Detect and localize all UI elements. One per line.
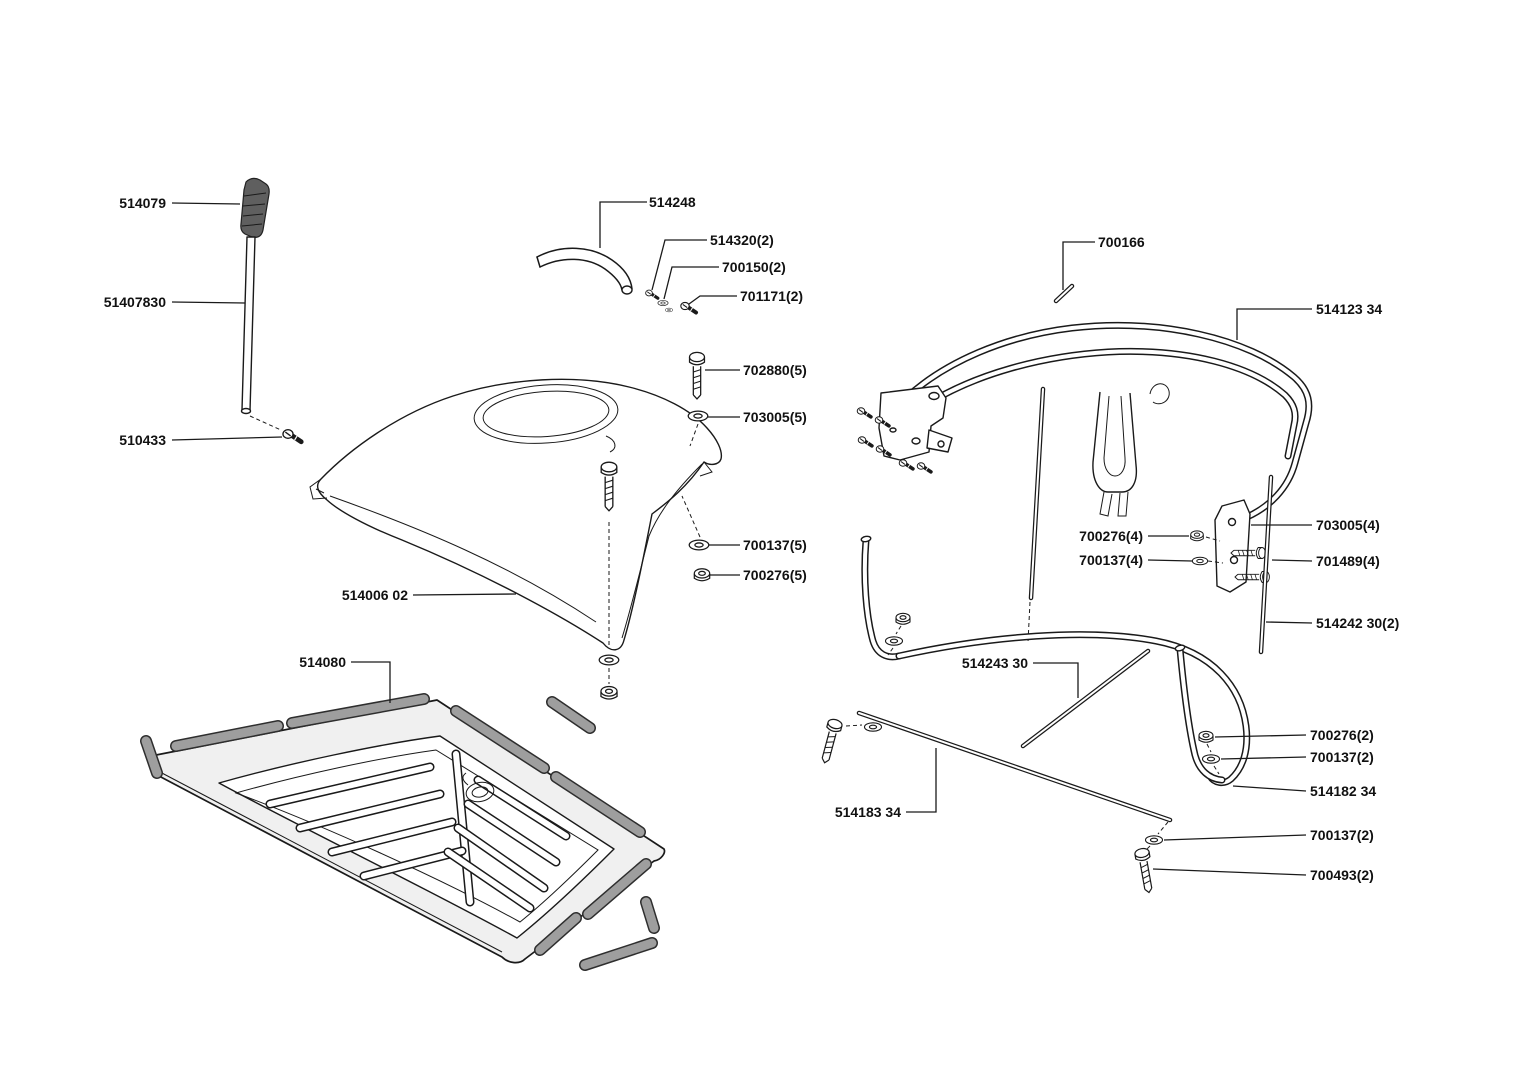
screw-514320-part — [644, 288, 660, 300]
grommet-700150-part — [657, 300, 669, 306]
washer-part — [884, 636, 904, 646]
part-label-514182-34: 514182 34 — [1310, 783, 1377, 799]
part-label-700137-4: 700137(4) — [1079, 552, 1143, 568]
part-label-51407830: 51407830 — [103, 294, 166, 310]
part-label-700137-2-rod: 700137(2) — [1310, 827, 1374, 843]
part-label-514242-30: 514242 30(2) — [1316, 615, 1400, 631]
part-label-700137-5: 700137(5) — [743, 537, 807, 553]
washer-cover-part — [598, 654, 620, 666]
screw-701171-part — [678, 300, 698, 315]
washer-703005-part — [687, 410, 709, 422]
nut-700276-part — [693, 568, 711, 582]
part-label-510433: 510433 — [119, 432, 166, 448]
nut-700276-part — [1190, 530, 1204, 542]
part-label-702880: 702880(5) — [743, 362, 807, 378]
part-label-703005-4: 703005(4) — [1316, 517, 1380, 533]
part-label-700493-2: 700493(2) — [1310, 867, 1374, 883]
tray-seal-strips — [140, 693, 660, 971]
part-label-514183-34: 514183 34 — [834, 804, 901, 820]
cover-assembly — [309, 351, 723, 700]
top-hoop-514123-part — [902, 321, 1313, 521]
washer-700137-part — [1191, 556, 1209, 566]
handle-grip-part — [240, 177, 270, 238]
part-label-700150: 700150(2) — [722, 259, 786, 275]
bolt-700493-part — [1133, 846, 1157, 895]
part-label-514320: 514320(2) — [710, 232, 774, 248]
part-label-514079: 514079 — [119, 195, 166, 211]
part-label-701171: 701171(2) — [740, 288, 804, 304]
part-label-514248: 514248 — [649, 194, 696, 210]
elbow-tube-assembly — [536, 247, 698, 315]
hoop-bracket-left-part — [878, 385, 953, 461]
screw-part — [897, 457, 915, 471]
frame-assembly — [817, 283, 1313, 895]
screw-510433-part — [283, 430, 301, 442]
handle-rod-part — [241, 236, 256, 412]
strap-part — [1092, 391, 1138, 517]
tray-ribs — [265, 749, 571, 913]
part-label-703005-5: 703005(5) — [743, 409, 807, 425]
leader-lines — [171, 201, 1313, 876]
bolt-700493-part — [817, 717, 844, 766]
part-label-514006-02: 514006 02 — [341, 587, 408, 603]
tube-514248-part — [536, 247, 633, 290]
screw-part — [855, 405, 873, 419]
hoop-bracket-right-part — [1214, 499, 1251, 593]
part-label-700137-2-frame: 700137(2) — [1310, 749, 1374, 765]
nut-cover-part — [600, 685, 618, 700]
washer-700137-part — [1144, 835, 1164, 845]
bolt-702880-part — [688, 351, 706, 400]
cover-514006-part — [316, 378, 723, 651]
handle-assembly — [240, 177, 301, 442]
part-label-700276-2: 700276(2) — [1310, 727, 1374, 743]
screw-part — [915, 460, 933, 474]
nut-700276-part — [1198, 730, 1214, 743]
lower-frame-514182-part — [860, 535, 1251, 787]
part-label-514243-30: 514243 30 — [961, 655, 1028, 671]
part-label-700166: 700166 — [1098, 234, 1145, 250]
washer-700137-part — [1201, 754, 1221, 764]
part-label-700276-4: 700276(4) — [1079, 528, 1143, 544]
part-label-700276-5: 700276(5) — [743, 567, 807, 583]
part-label-701489-4: 701489(4) — [1316, 553, 1380, 569]
nut-part — [895, 612, 911, 625]
tray-assembly — [140, 693, 666, 971]
screw-part — [856, 434, 874, 448]
part-label-514080: 514080 — [299, 654, 346, 670]
part-label-514123-34: 514123 34 — [1316, 301, 1383, 317]
grommet-700150-part — [664, 307, 674, 313]
washer-700137-part — [863, 722, 883, 732]
washer-700137-part — [688, 539, 710, 551]
